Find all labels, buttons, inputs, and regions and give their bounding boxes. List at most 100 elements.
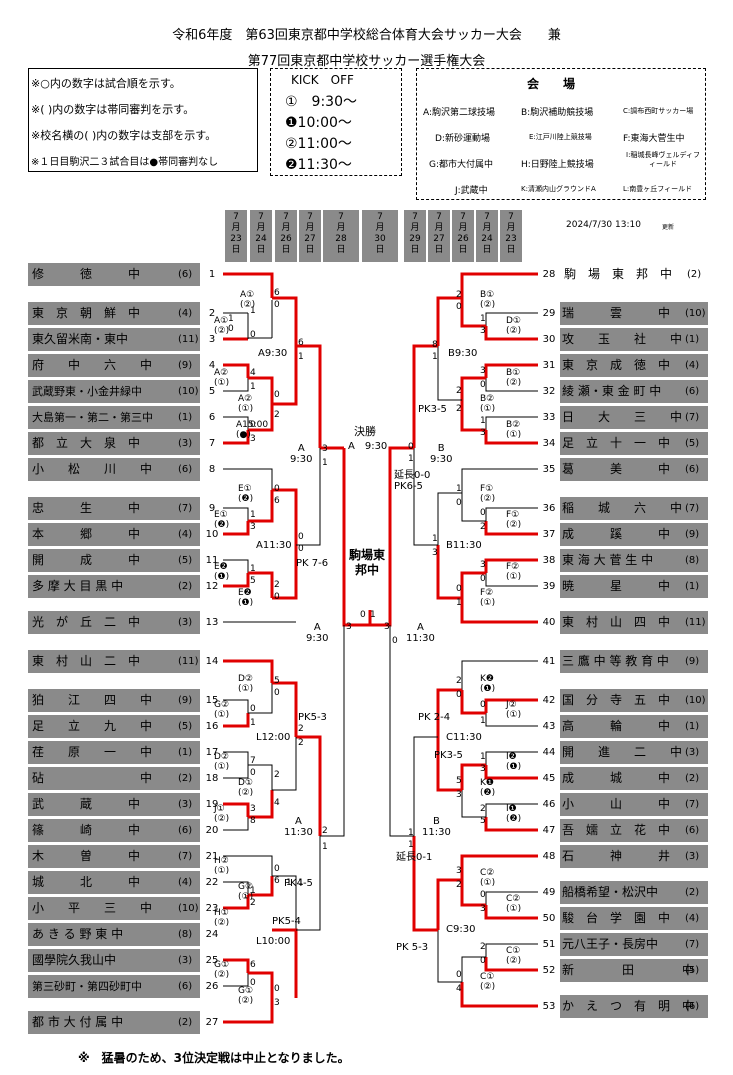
score: 0 bbox=[274, 390, 280, 400]
score: 3 bbox=[250, 804, 256, 814]
branch-number: (6) bbox=[685, 386, 700, 397]
bracket-line bbox=[223, 378, 249, 392]
branch-number: (10) bbox=[685, 308, 706, 319]
bracket-line bbox=[461, 790, 486, 818]
winner-path bbox=[223, 659, 274, 683]
bracket-line bbox=[248, 764, 273, 790]
score: 5 bbox=[480, 816, 486, 826]
team-row: 武 蔵 中(3) bbox=[28, 793, 200, 816]
winner-path bbox=[272, 545, 298, 600]
seed-number: 7 bbox=[208, 438, 216, 449]
team-name: 都 立 大 泉 中 bbox=[32, 436, 141, 450]
team-name: 船橋希望・松沢中 bbox=[562, 885, 659, 899]
team-name: 大島第一・第二・第三中 bbox=[32, 411, 153, 424]
score: 3 bbox=[456, 790, 462, 800]
team-row: 新 田 中(5) bbox=[560, 959, 708, 982]
team-row: 東 海 大 菅 生 中(8) bbox=[560, 549, 708, 572]
team-name: 綾 瀬・東 金 町 中 bbox=[562, 384, 662, 398]
bracket-line bbox=[461, 660, 538, 690]
score: 0 bbox=[250, 420, 256, 430]
seed-number: 9 bbox=[208, 503, 216, 514]
score: 0 bbox=[480, 700, 486, 710]
team-name: 府 中 六 中 bbox=[32, 358, 153, 372]
venue-box: 会 場 A:駒沢第二球技場 B:駒沢補助競技場 C:調布西町サッカー場 D:新砂… bbox=[416, 68, 706, 200]
winner-path bbox=[460, 272, 538, 298]
winner-path bbox=[223, 573, 250, 588]
score: 1 bbox=[456, 484, 462, 494]
team-name: 東 村 山 四 中 bbox=[562, 615, 671, 629]
score: 0 bbox=[250, 768, 256, 778]
team-row: 石 神 井(3) bbox=[560, 845, 708, 868]
team-row: か え つ 有 明 中(6) bbox=[560, 995, 708, 1018]
team-name: 都 市 大 付 属 中 bbox=[32, 1015, 124, 1029]
winner-path bbox=[248, 571, 274, 598]
branch-number: (7) bbox=[178, 503, 193, 514]
seed-number: 3 bbox=[208, 334, 216, 345]
score: 0 bbox=[480, 956, 486, 966]
venue-b: B:駒沢補助競技場 bbox=[521, 108, 594, 118]
team-name: 元八王子・長房中 bbox=[562, 937, 659, 951]
venue-c: C:調布西町サッカー場 bbox=[623, 107, 694, 115]
branch-number: (7) bbox=[685, 939, 700, 950]
winner-path bbox=[436, 545, 462, 600]
winner-path bbox=[436, 878, 462, 930]
score: 1 bbox=[250, 564, 256, 574]
score: 2 bbox=[456, 404, 462, 414]
score: 5 bbox=[456, 776, 462, 786]
bracket-line bbox=[461, 956, 486, 982]
team-name: 三 鷹 中 等 教 育 中 bbox=[562, 654, 669, 668]
branch-number: (3) bbox=[178, 438, 193, 449]
bracket-line bbox=[223, 559, 249, 573]
winner-path bbox=[460, 598, 538, 624]
winner-path bbox=[460, 880, 486, 907]
team-name: 國學院久我山中 bbox=[32, 953, 117, 967]
winner-path bbox=[436, 737, 462, 792]
score: 2 bbox=[274, 770, 280, 780]
score: 2 bbox=[480, 942, 486, 952]
winner-path bbox=[484, 326, 538, 341]
footnote: ※ 猛暑のため、3位決定戦は中止となりました。 bbox=[78, 1051, 350, 1065]
score: 0 bbox=[456, 970, 462, 980]
score: 1 bbox=[432, 534, 438, 544]
score: 0 bbox=[480, 508, 486, 518]
bracket-line bbox=[485, 573, 538, 587]
score: 1 bbox=[480, 416, 486, 426]
bracket-line bbox=[223, 855, 273, 876]
team-row: 多 摩 大 目 黒 中(2) bbox=[28, 575, 200, 598]
winner-path bbox=[460, 763, 486, 790]
final-venue: A 9:30 bbox=[348, 441, 388, 452]
branch-number: (2) bbox=[685, 887, 700, 898]
score: 6 bbox=[274, 288, 280, 298]
score: 0 bbox=[274, 864, 280, 874]
score: 1 bbox=[432, 352, 438, 362]
seed-number: 32 bbox=[542, 386, 556, 397]
score: 3 bbox=[480, 764, 486, 774]
score: 0 bbox=[456, 584, 462, 594]
branch-number: (1) bbox=[685, 581, 700, 592]
winner-path bbox=[412, 344, 438, 448]
venue-f: F:東海大菅生中 bbox=[623, 134, 685, 144]
note-1: ※○内の数字は試合順を示す。 bbox=[31, 77, 181, 90]
kickoff-time-4: ❷11:30～ bbox=[285, 157, 352, 173]
seed-number: 8 bbox=[208, 464, 216, 475]
winner-path bbox=[484, 363, 538, 378]
seed-number: 16 bbox=[205, 721, 219, 732]
score: 0 bbox=[480, 890, 486, 900]
score: 1 bbox=[322, 842, 328, 852]
team-name: 東 京 成 徳 中 bbox=[562, 358, 671, 372]
bracket-line bbox=[296, 448, 321, 546]
seed-number: 45 bbox=[542, 773, 556, 784]
seed-number: 26 bbox=[205, 981, 219, 992]
bracket-line bbox=[223, 699, 249, 713]
bracket-line bbox=[437, 930, 462, 983]
kickoff-title: KICK OFF bbox=[291, 73, 354, 87]
winner-path bbox=[460, 571, 486, 598]
team-row: 東 村 山 二 中(11) bbox=[28, 650, 200, 673]
branch-number: (3) bbox=[685, 747, 700, 758]
seed-number: 20 bbox=[205, 825, 219, 836]
branch-number: (5) bbox=[685, 438, 700, 449]
branch-number: (3) bbox=[178, 617, 193, 628]
